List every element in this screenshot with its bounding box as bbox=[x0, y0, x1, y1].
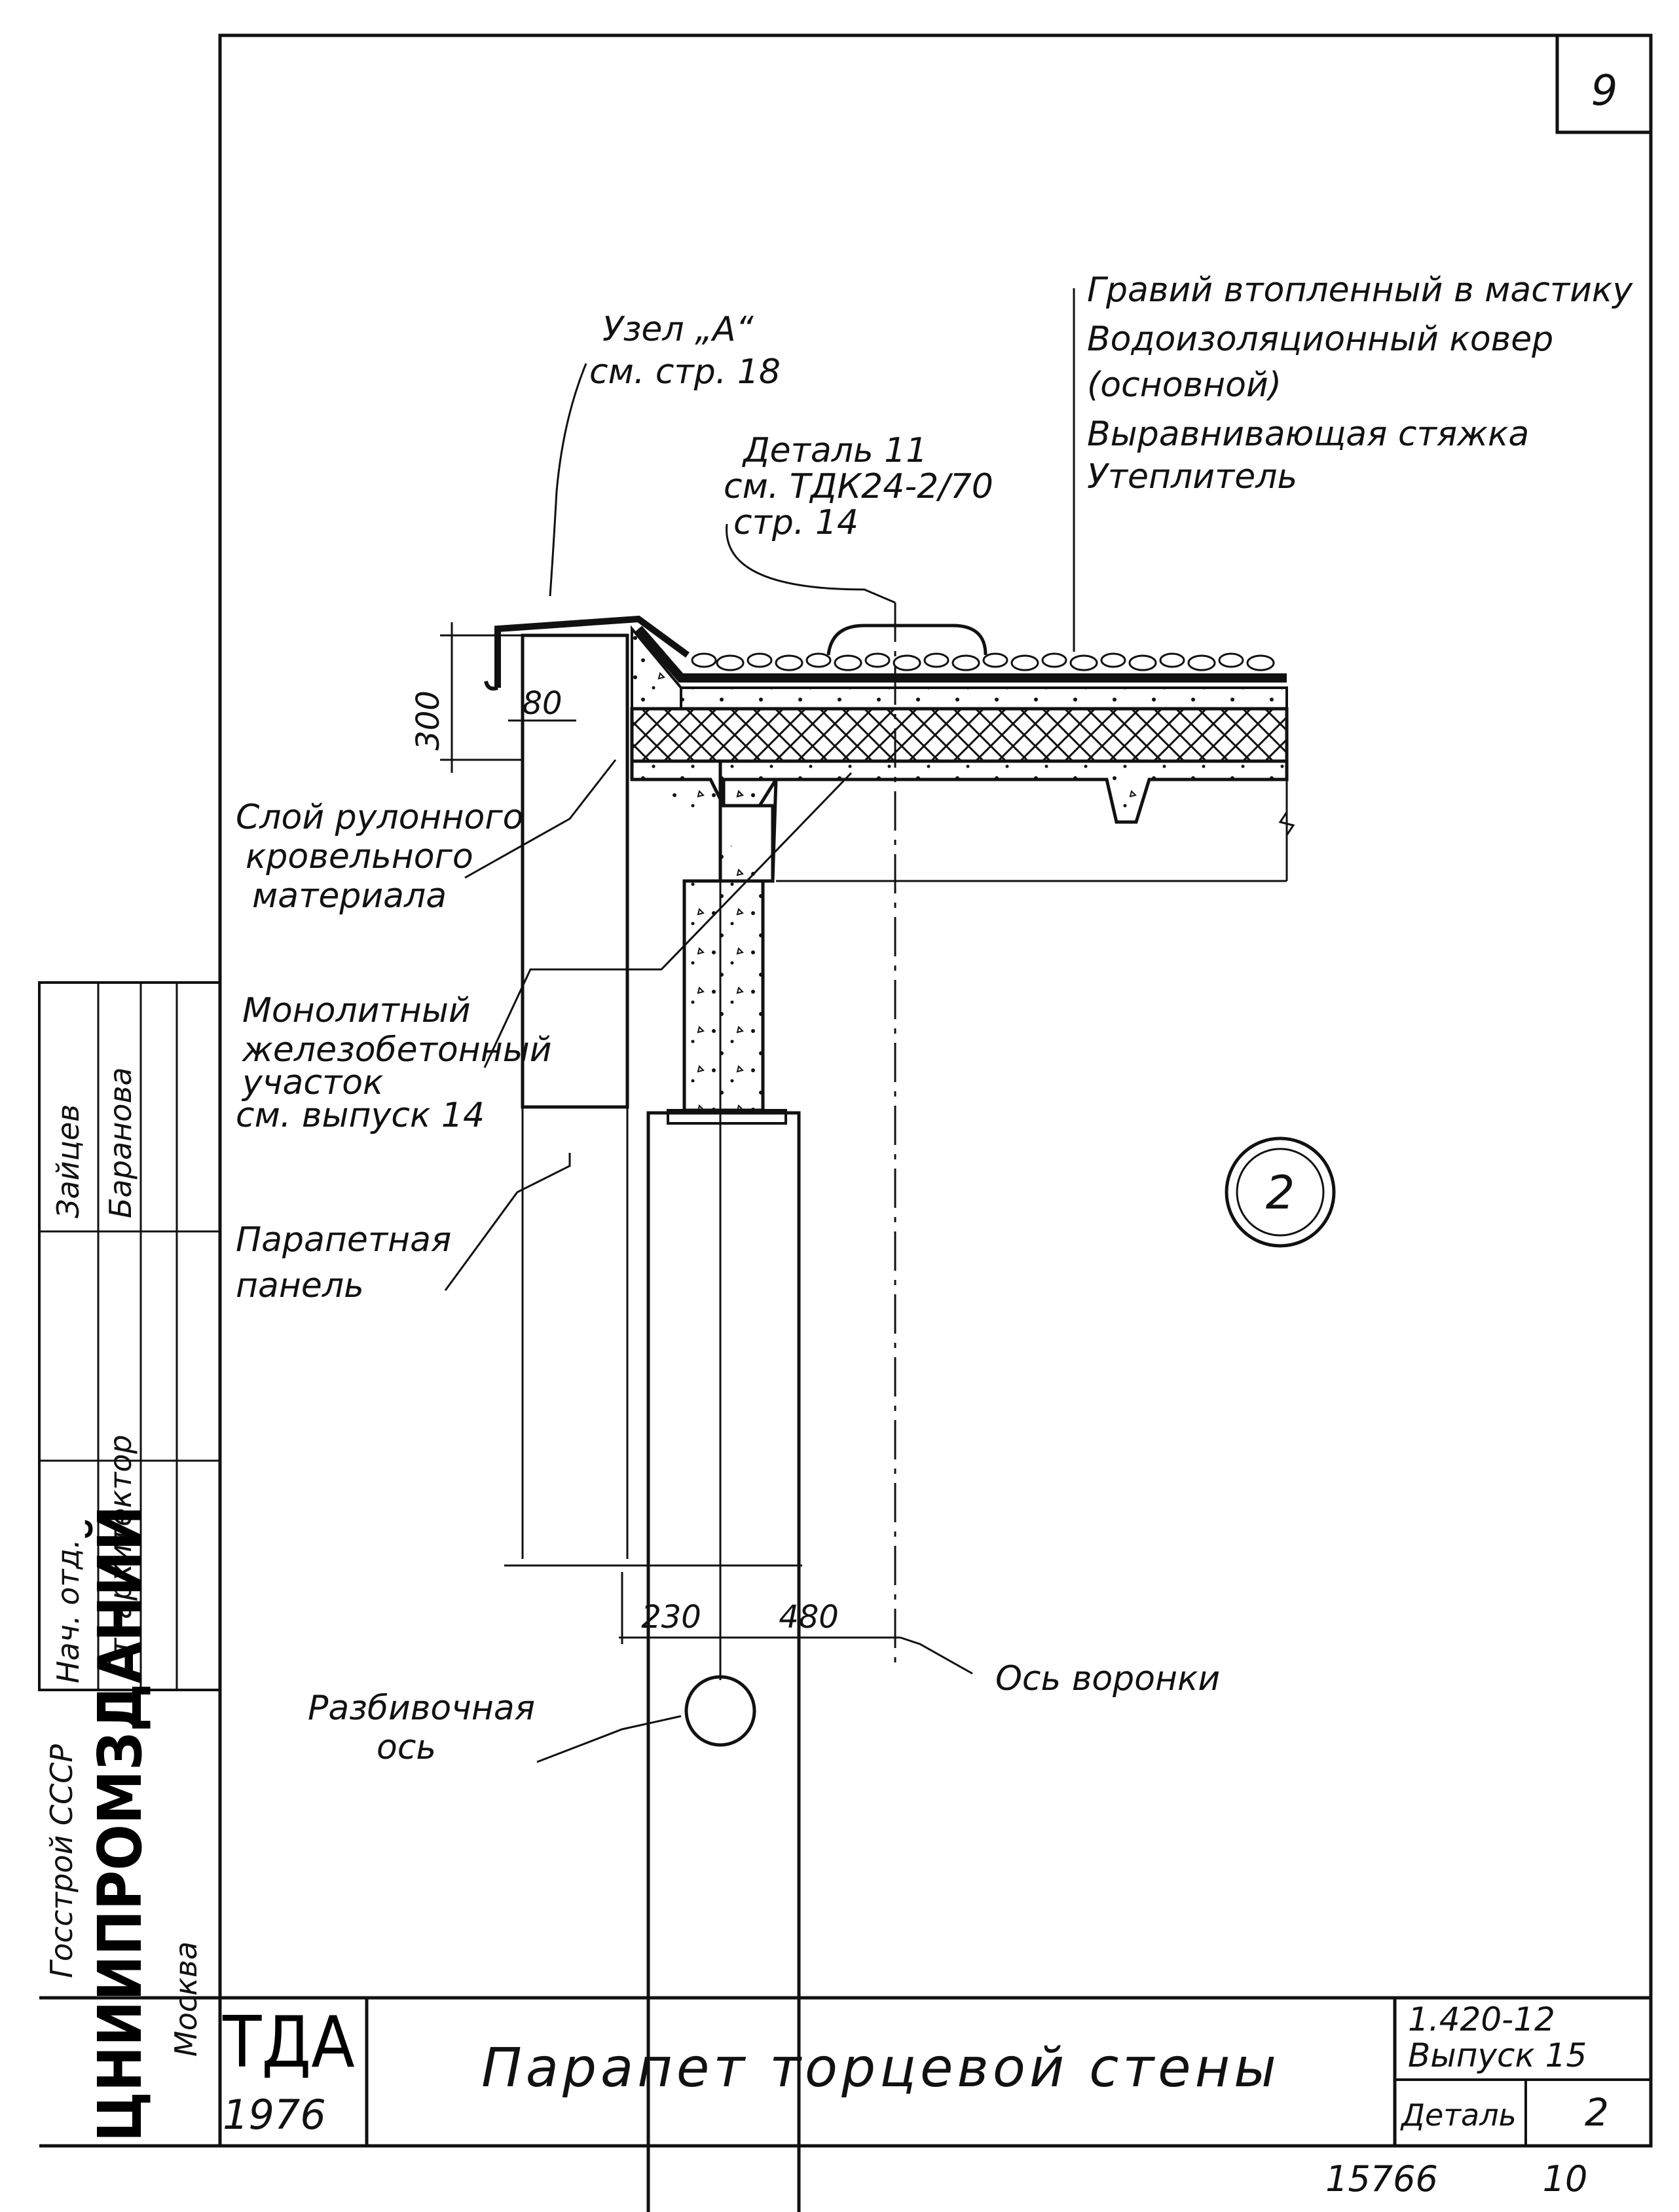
monolith-note: Монолитный железобетонный участок см. вы… bbox=[236, 991, 552, 1135]
layout-axis-marker bbox=[684, 1675, 756, 1747]
monolith-line-1: Монолитный bbox=[242, 991, 471, 1030]
wall-section bbox=[484, 615, 1288, 2212]
dim-top: 80 bbox=[522, 685, 562, 722]
detail-marker: 2 bbox=[1225, 1136, 1336, 1248]
layer-screed: Выравнивающая стяжка bbox=[1087, 415, 1529, 454]
stamp-ministry: Госстрой СССР bbox=[44, 1744, 79, 1978]
stamp-role-head: Нач. отд. bbox=[50, 1539, 86, 1683]
dim-right: 480 bbox=[779, 1599, 839, 1636]
layout-axis-line-2: ось bbox=[377, 1728, 436, 1767]
layout-axis-note: Разбивочная ось bbox=[308, 1689, 535, 1767]
stamp-institute: ЦНИИПРОМЗДАНИЙ bbox=[84, 1505, 155, 2142]
dim-height: 300 bbox=[410, 690, 447, 751]
org-code: ТДА bbox=[222, 2002, 355, 2084]
year: 1976 bbox=[223, 2091, 326, 2139]
node-a-label: Узел „А“ bbox=[602, 310, 754, 349]
layer-waterproofing: Водоизоляционный ковер bbox=[1087, 320, 1553, 359]
roll-material-line-3: материала bbox=[252, 876, 447, 916]
side-stamp bbox=[38, 981, 221, 1691]
roll-material-line-1: Слой рулонного bbox=[236, 798, 523, 837]
stamp-name-3: Баранова bbox=[103, 1067, 138, 1218]
monolith-line-3: участок bbox=[241, 1063, 384, 1102]
layer-gravel: Гравий втопленный в мастику bbox=[1087, 271, 1633, 310]
footer-page: 10 bbox=[1543, 2158, 1588, 2200]
dimension-lines bbox=[440, 622, 900, 1647]
page-number: 9 bbox=[1591, 67, 1618, 115]
parapet-panel-line-1: Парапетная bbox=[236, 1220, 451, 1260]
stamp-name-1: Зайцев bbox=[50, 1104, 86, 1218]
layer-waterproofing-note: (основной) bbox=[1087, 366, 1282, 405]
layer-list: Гравий втопленный в мастику Водоизоляцио… bbox=[1087, 271, 1633, 497]
layout-axis-line-1: Разбивочная bbox=[308, 1689, 535, 1728]
roll-material-line-2: кровельного bbox=[246, 837, 473, 876]
detail-number: 2 bbox=[1585, 2090, 1609, 2135]
detail-label: Деталь bbox=[1400, 2097, 1517, 2133]
dim-left: 230 bbox=[641, 1599, 701, 1636]
title-block bbox=[39, 1996, 1651, 2148]
node-a-ref: см. стр. 18 bbox=[589, 352, 781, 392]
roof-section bbox=[630, 624, 1295, 836]
drawing-title: Парапет торцевой стены bbox=[481, 2037, 1280, 2099]
funnel-axis-label: Ось воронки bbox=[995, 1659, 1220, 1698]
footer-code: 15766 bbox=[1325, 2158, 1438, 2200]
layer-insulation: Утеплитель bbox=[1087, 457, 1297, 497]
axes bbox=[719, 603, 896, 1680]
roll-material-note: Слой рулонного кровельного материала bbox=[236, 798, 523, 916]
monolith-line-2: железобетонный bbox=[242, 1030, 552, 1070]
series-issue: Выпуск 15 bbox=[1408, 2036, 1587, 2074]
detail11-label: Деталь 11 bbox=[742, 431, 927, 470]
series-code: 1.420-12 bbox=[1408, 2000, 1555, 2038]
detail11-page: стр. 14 bbox=[733, 503, 858, 542]
monolith-line-4: см. выпуск 14 bbox=[236, 1096, 485, 1135]
leader-lines bbox=[444, 288, 1075, 1763]
parapet-panel-note: Парапетная панель bbox=[236, 1220, 451, 1305]
parapet-panel-line-2: панель bbox=[236, 1266, 364, 1305]
detail11-ref: см. ТДК24-2/70 bbox=[724, 467, 993, 506]
stamp-role-architect: Ст. архитектор bbox=[103, 1434, 138, 1677]
detail-marker-number: 2 bbox=[1266, 1166, 1295, 1220]
gravel-layer bbox=[691, 652, 1275, 671]
stamp-name-2: Оленков bbox=[64, 991, 99, 1127]
